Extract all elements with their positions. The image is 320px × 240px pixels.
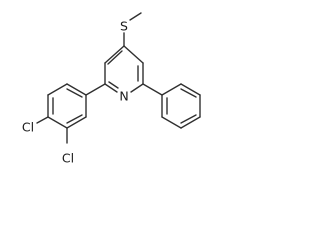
bond-s-ch3 [129, 12, 142, 21]
bond-c6-phenyl [142, 83, 163, 96]
bond-dcp-5-6 [66, 116, 87, 129]
bonds [36, 12, 201, 144]
bond-c2-aryl [85, 83, 106, 96]
bond-ph-5-6 [161, 116, 182, 129]
sulfur-atom-label: S [120, 19, 128, 34]
bond-c4-c3-inner [107, 50, 123, 65]
bond-dcp-1-2-inner [66, 88, 83, 98]
bond-dcp-1-2 [66, 83, 87, 96]
bond-c-cl-top [36, 116, 49, 124]
bond-ph-1-2 [161, 83, 182, 96]
chlorine-bottom-atom-label: Cl [62, 151, 74, 166]
bond-ph-4-5-inner [180, 114, 197, 124]
bond-dcp-2-3 [47, 83, 68, 96]
bond-n-c6 [130, 83, 144, 93]
bond-dcp-5-6-inner [66, 114, 83, 124]
bond-c5-c4 [123, 45, 144, 64]
bond-dcp-4-5 [47, 116, 68, 129]
bond-c4-c3 [104, 45, 125, 64]
bond-ph-2-3-inner [180, 88, 197, 98]
chlorine-top-atom-label: Cl [22, 120, 34, 135]
nitrogen-atom-label: N [119, 89, 128, 104]
bond-c2-n [104, 83, 118, 93]
bond-ph-4-5 [180, 116, 201, 129]
bond-c2-n-inner [108, 81, 119, 89]
bond-ph-2-3 [180, 83, 201, 96]
atom-labels: S N Cl Cl [22, 19, 129, 166]
structure-diagram: S N Cl Cl [22, 12, 201, 166]
